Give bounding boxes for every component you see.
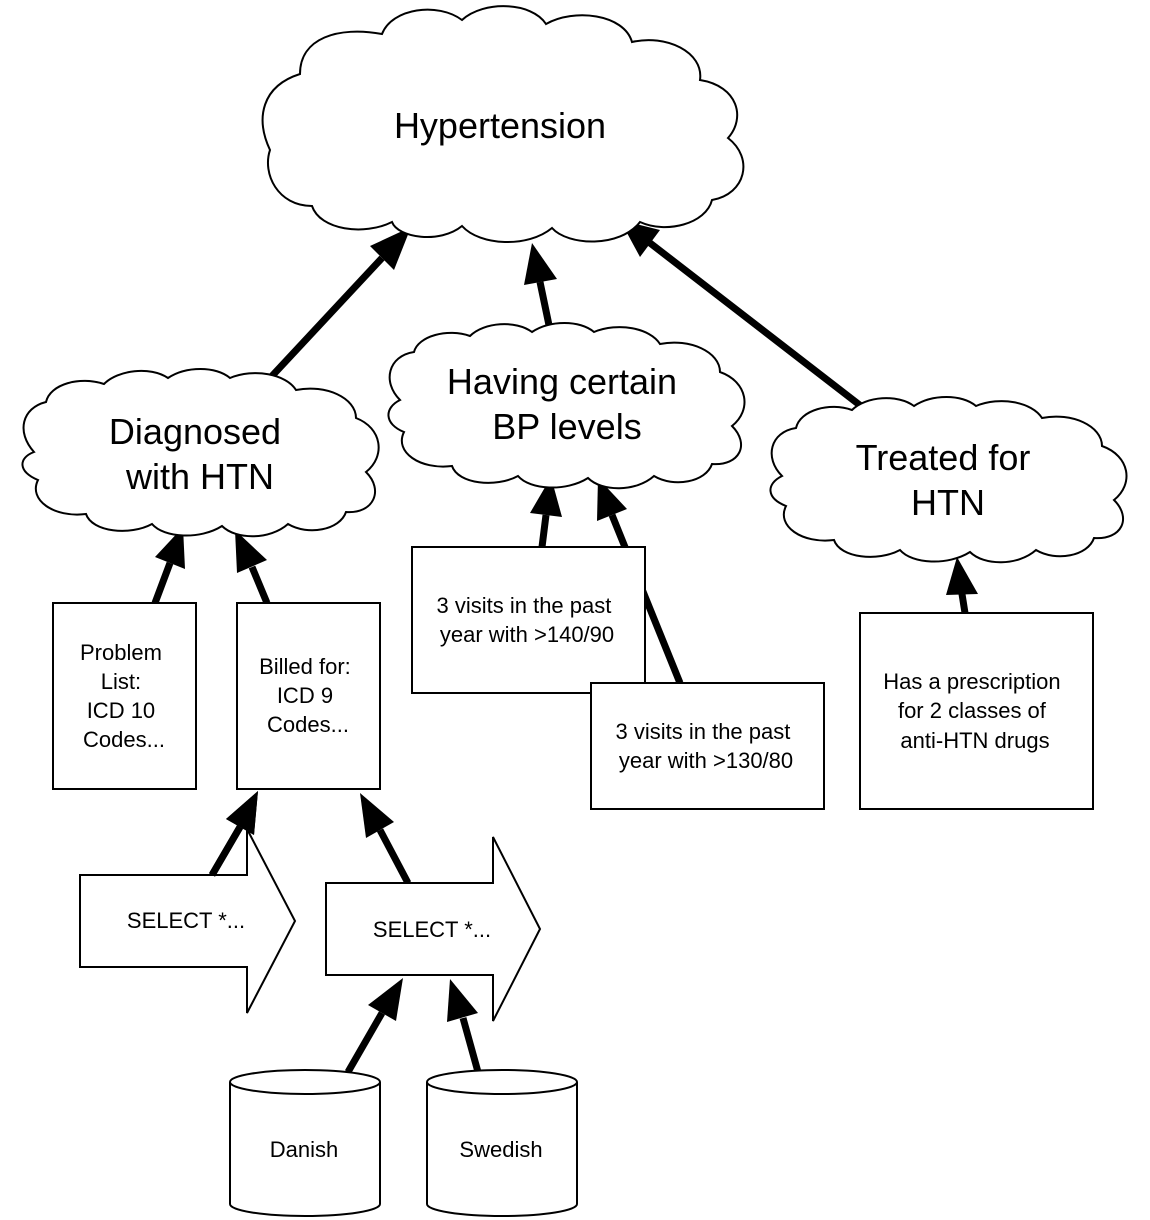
arrow-billed-to-diagnosed bbox=[235, 530, 271, 605]
select-right-label: SELECT *... bbox=[373, 917, 491, 942]
database-swedish: Swedish bbox=[426, 1069, 578, 1217]
box-prescription: Has a prescription for 2 classes of anti… bbox=[859, 612, 1094, 810]
cloud-diagnosed-label: Diagnosed with HTN bbox=[109, 411, 291, 497]
database-danish-label: Danish bbox=[270, 1137, 338, 1162]
arrow-problem-list-to-diagnosed bbox=[151, 527, 185, 605]
select-query-right: SELECT *... bbox=[325, 836, 542, 1022]
arrow-danish-to-select bbox=[344, 978, 403, 1074]
box-visits-130-80: 3 visits in the past year with >130/80 bbox=[590, 682, 825, 810]
arrow-bp-to-hypertension bbox=[524, 243, 557, 331]
box-visits-140-90: 3 visits in the past year with >140/90 bbox=[411, 546, 646, 694]
box-billed-for-label: Billed for: ICD 9 Codes... bbox=[259, 654, 357, 737]
select-left-label: SELECT *... bbox=[127, 908, 245, 933]
arrow-diagnosed-to-hypertension bbox=[255, 227, 411, 394]
cloud-bp-levels: Having certain BP levels bbox=[387, 322, 746, 490]
box-visits-130-label: 3 visits in the past year with >130/80 bbox=[616, 719, 797, 773]
select-query-left: SELECT *... bbox=[79, 828, 297, 1014]
arrow-select-right-to-billed bbox=[360, 793, 412, 885]
box-problem-list-label: Problem List: ICD 10 Codes... bbox=[80, 640, 168, 752]
arrow-select-left-overlay bbox=[208, 791, 258, 877]
cloud-hypertension-label: Hypertension bbox=[394, 105, 606, 146]
arrow-swedish-to-select bbox=[447, 979, 482, 1073]
box-prescription-label: Has a prescription for 2 classes of anti… bbox=[883, 669, 1066, 753]
cloud-treated-label: Treated for HTN bbox=[856, 437, 1041, 523]
box-billed-for: Billed for: ICD 9 Codes... bbox=[236, 602, 381, 790]
box-problem-list: Problem List: ICD 10 Codes... bbox=[52, 602, 197, 790]
cloud-bp-levels-label: Having certain BP levels bbox=[447, 361, 687, 447]
cloud-diagnosed-with-htn: Diagnosed with HTN bbox=[21, 368, 380, 538]
arrow-visits140-to-bp bbox=[530, 477, 562, 548]
cloud-hypertension: Hypertension bbox=[261, 5, 745, 244]
cloud-treated-for-htn: Treated for HTN bbox=[769, 396, 1128, 564]
database-danish: Danish bbox=[229, 1069, 381, 1217]
database-swedish-label: Swedish bbox=[459, 1137, 542, 1162]
box-visits-140-label: 3 visits in the past year with >140/90 bbox=[437, 593, 618, 647]
arrow-prescription-to-treated bbox=[946, 557, 978, 614]
